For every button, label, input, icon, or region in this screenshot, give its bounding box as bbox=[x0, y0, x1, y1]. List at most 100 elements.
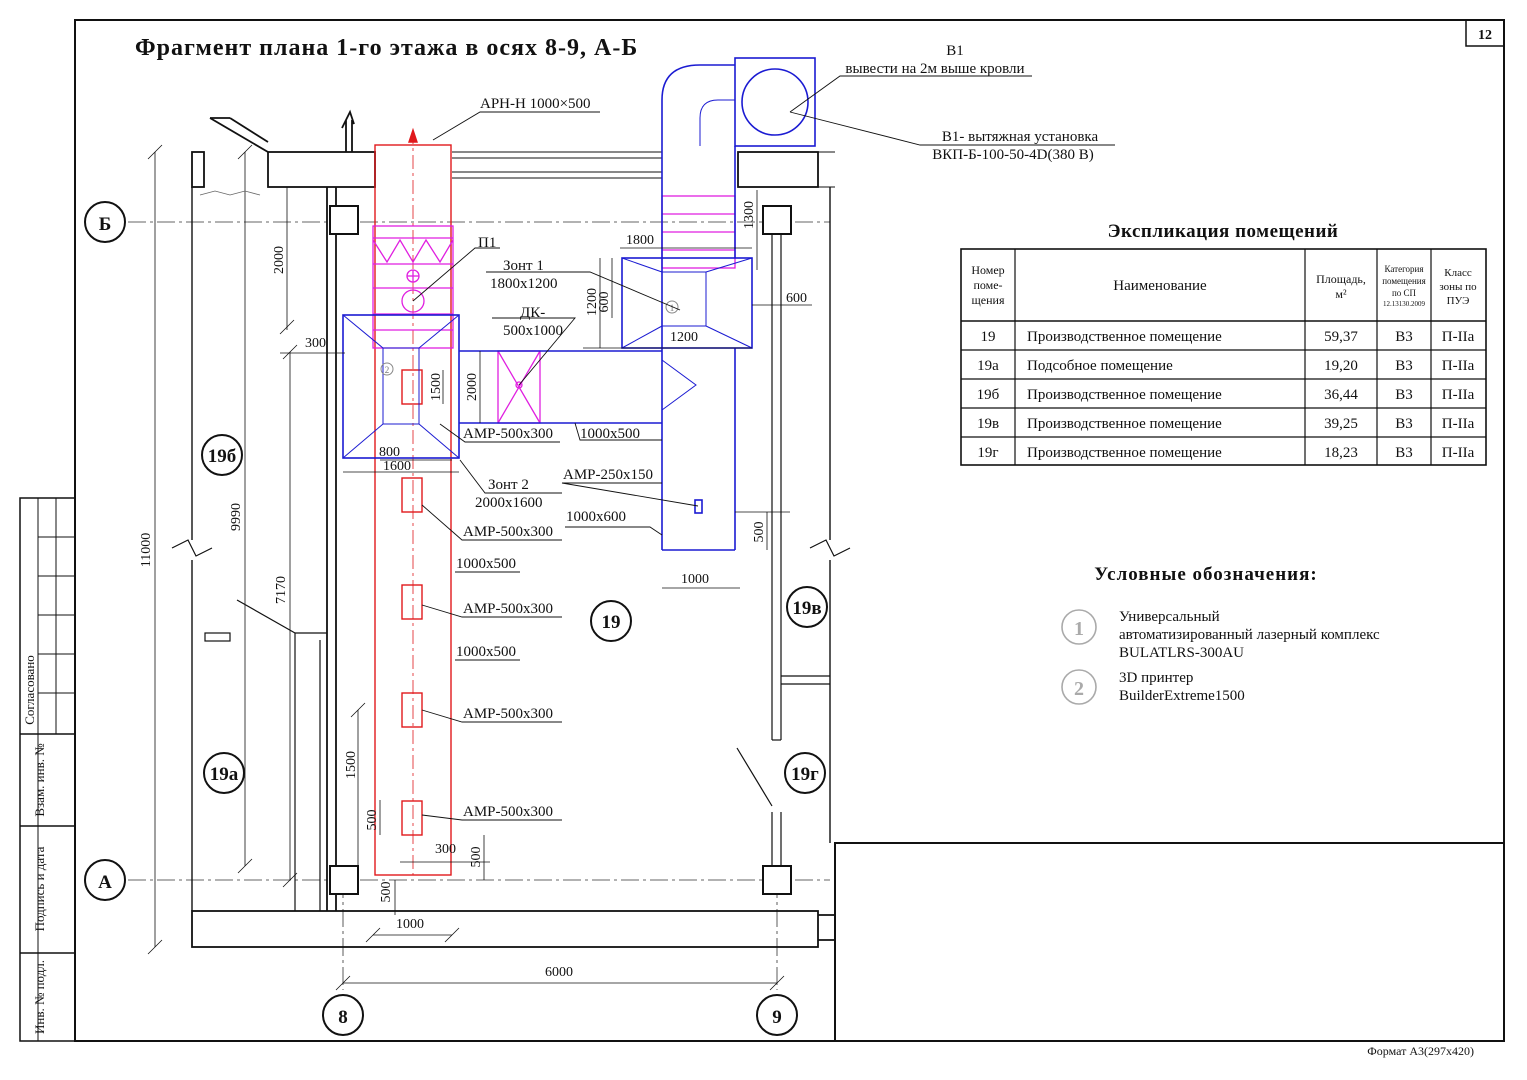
cell-area: 18,23 bbox=[1324, 445, 1358, 461]
legend-mark-1: 1 bbox=[1074, 618, 1084, 640]
legend-item-1-line-1: Универсальный bbox=[1119, 609, 1220, 625]
axis-8-label: 8 bbox=[338, 1007, 348, 1028]
room-19: 19 bbox=[602, 612, 621, 633]
room-19v: 19в bbox=[792, 598, 821, 619]
dim-1300: 1300 bbox=[742, 201, 757, 229]
callout-texts: В1 вывести на 2м выше кровли В1- вытяжна… bbox=[456, 43, 1098, 820]
stamp-orig-inv: Инв. № подл. bbox=[32, 960, 47, 1034]
axis-a-label: А bbox=[98, 872, 112, 893]
callout-v1-title: В1 bbox=[946, 43, 964, 59]
cell-class: П-IIа bbox=[1442, 387, 1475, 403]
cell-category: В3 bbox=[1395, 358, 1413, 374]
side-stamp: Согласовано Взам. инв. № Подпись и дата … bbox=[19, 497, 76, 1042]
dim-500-low: 500 bbox=[365, 810, 380, 831]
legend-item-1-line-2: автоматизированный лазерный комплекс bbox=[1119, 627, 1380, 643]
room-19a: 19а bbox=[210, 764, 239, 785]
stamp-replace-inv: Взам. инв. № bbox=[32, 743, 47, 816]
cell-class: П-IIа bbox=[1442, 358, 1475, 374]
th-area-1: Площадь, bbox=[1316, 272, 1366, 286]
callout-amr-4: АМР-500х300 bbox=[463, 706, 553, 722]
cell-area: 19,20 bbox=[1324, 358, 1358, 374]
cell-category: В3 bbox=[1395, 416, 1413, 432]
dim-800: 800 bbox=[379, 445, 400, 460]
legend-mark-2: 2 bbox=[1074, 678, 1084, 700]
cell-num: 19в bbox=[977, 416, 999, 432]
callout-v1-unit: В1- вытяжная установка bbox=[942, 129, 1099, 145]
axis-bubbles: Б А 8 9 bbox=[84, 201, 798, 1036]
dim-500-right-low: 500 bbox=[469, 847, 484, 868]
th-cat-1: Категория bbox=[1385, 264, 1424, 274]
explication-title: Экспликация помещений bbox=[1108, 221, 1339, 242]
cell-category: В3 bbox=[1395, 329, 1413, 345]
callout-hood2: Зонт 2 bbox=[488, 477, 529, 493]
callout-p1: П1 bbox=[478, 235, 496, 251]
room-19g: 19г bbox=[791, 764, 819, 785]
dim-7170: 7170 bbox=[274, 576, 289, 604]
cell-name: Производственное помещение bbox=[1027, 416, 1222, 432]
cell-num: 19а bbox=[977, 358, 999, 374]
dim-1200-hood1-h: 1200 bbox=[670, 330, 698, 345]
th-area-2: м² bbox=[1335, 287, 1347, 301]
cell-category: В3 bbox=[1395, 387, 1413, 403]
leader-lines bbox=[412, 75, 1115, 821]
dim-500-bottom: 500 bbox=[379, 882, 394, 903]
explication-table: Экспликация помещений Номер поме- щения … bbox=[960, 221, 1487, 466]
callout-duct-riser: 1000х600 bbox=[566, 509, 626, 525]
th-cat-2: помещения bbox=[1382, 276, 1426, 286]
legend-item-2-line-2: BuilderExtreme1500 bbox=[1119, 688, 1245, 704]
dim-9990: 9990 bbox=[229, 503, 244, 531]
callout-dk-size: 500х1000 bbox=[503, 323, 563, 339]
dim-300-left: 300 bbox=[305, 336, 326, 351]
supply-duct-red bbox=[374, 127, 452, 876]
dim-2000-hood2: 2000 bbox=[465, 373, 480, 401]
th-num-2: поме- bbox=[973, 278, 1002, 292]
cell-class: П-IIа bbox=[1442, 329, 1475, 345]
callout-v1-model: ВКП-Б-100-50-4D(380 В) bbox=[932, 147, 1094, 163]
columns bbox=[329, 205, 792, 895]
cell-name: Производственное помещение bbox=[1027, 387, 1222, 403]
cell-num: 19 bbox=[981, 329, 996, 345]
walls bbox=[171, 109, 851, 948]
dim-6000: 6000 bbox=[545, 965, 573, 980]
dim-2000-left: 2000 bbox=[272, 246, 287, 274]
dim-1000-bottom: 1000 bbox=[396, 917, 424, 932]
cell-area: 39,25 bbox=[1324, 416, 1358, 432]
dim-500-grille: 500 bbox=[752, 522, 767, 543]
callout-dk: ДК- bbox=[520, 305, 545, 321]
th-cat-3: по СП bbox=[1392, 288, 1417, 298]
dim-1500-hood2: 1500 bbox=[429, 373, 444, 401]
equipment-mark-2: 2 bbox=[385, 365, 390, 375]
callout-hood1: Зонт 1 bbox=[503, 258, 544, 274]
room-19b: 19б bbox=[208, 446, 237, 467]
dimension-lines bbox=[147, 144, 812, 991]
legend-mark-1-ring bbox=[1061, 609, 1097, 645]
callout-hood2-size: 2000х1600 bbox=[475, 495, 543, 511]
callout-amr-3: АМР-500х300 bbox=[463, 601, 553, 617]
callout-duct-red-2: 1000х500 bbox=[456, 644, 516, 660]
th-name: Наименование bbox=[1113, 278, 1207, 294]
cell-num: 19г bbox=[977, 445, 998, 461]
cell-class: П-IIа bbox=[1442, 445, 1475, 461]
axis-9-label: 9 bbox=[772, 1007, 782, 1028]
legend: Условные обозначения: 1 Универсальный ав… bbox=[1061, 564, 1380, 705]
callout-amr-1: АМР-500х300 bbox=[463, 426, 553, 442]
th-cat-4: 12.13130.2009 bbox=[1383, 300, 1426, 308]
legend-mark-2-ring bbox=[1061, 669, 1097, 705]
cell-category: В3 bbox=[1395, 445, 1413, 461]
legend-title: Условные обозначения: bbox=[1094, 564, 1317, 585]
th-num-1: Номер bbox=[971, 263, 1004, 277]
dim-600-right: 600 bbox=[786, 291, 807, 306]
dim-1000-riser: 1000 bbox=[681, 572, 709, 587]
dim-600-hood1: 600 bbox=[597, 292, 612, 313]
wall-hatch bbox=[199, 190, 261, 196]
equipment-marks: 1 2 bbox=[380, 300, 679, 376]
title-block bbox=[834, 842, 1505, 1042]
cell-class: П-IIа bbox=[1442, 416, 1475, 432]
th-cls-2: зоны по bbox=[1439, 281, 1477, 293]
stamp-sign-date: Подпись и дата bbox=[32, 846, 47, 931]
dim-1500-low: 1500 bbox=[344, 751, 359, 779]
callout-hood1-size: 1800х1200 bbox=[490, 276, 558, 292]
sheet-number-box bbox=[1465, 19, 1505, 47]
cell-name: Подсобное помещение bbox=[1027, 358, 1173, 374]
